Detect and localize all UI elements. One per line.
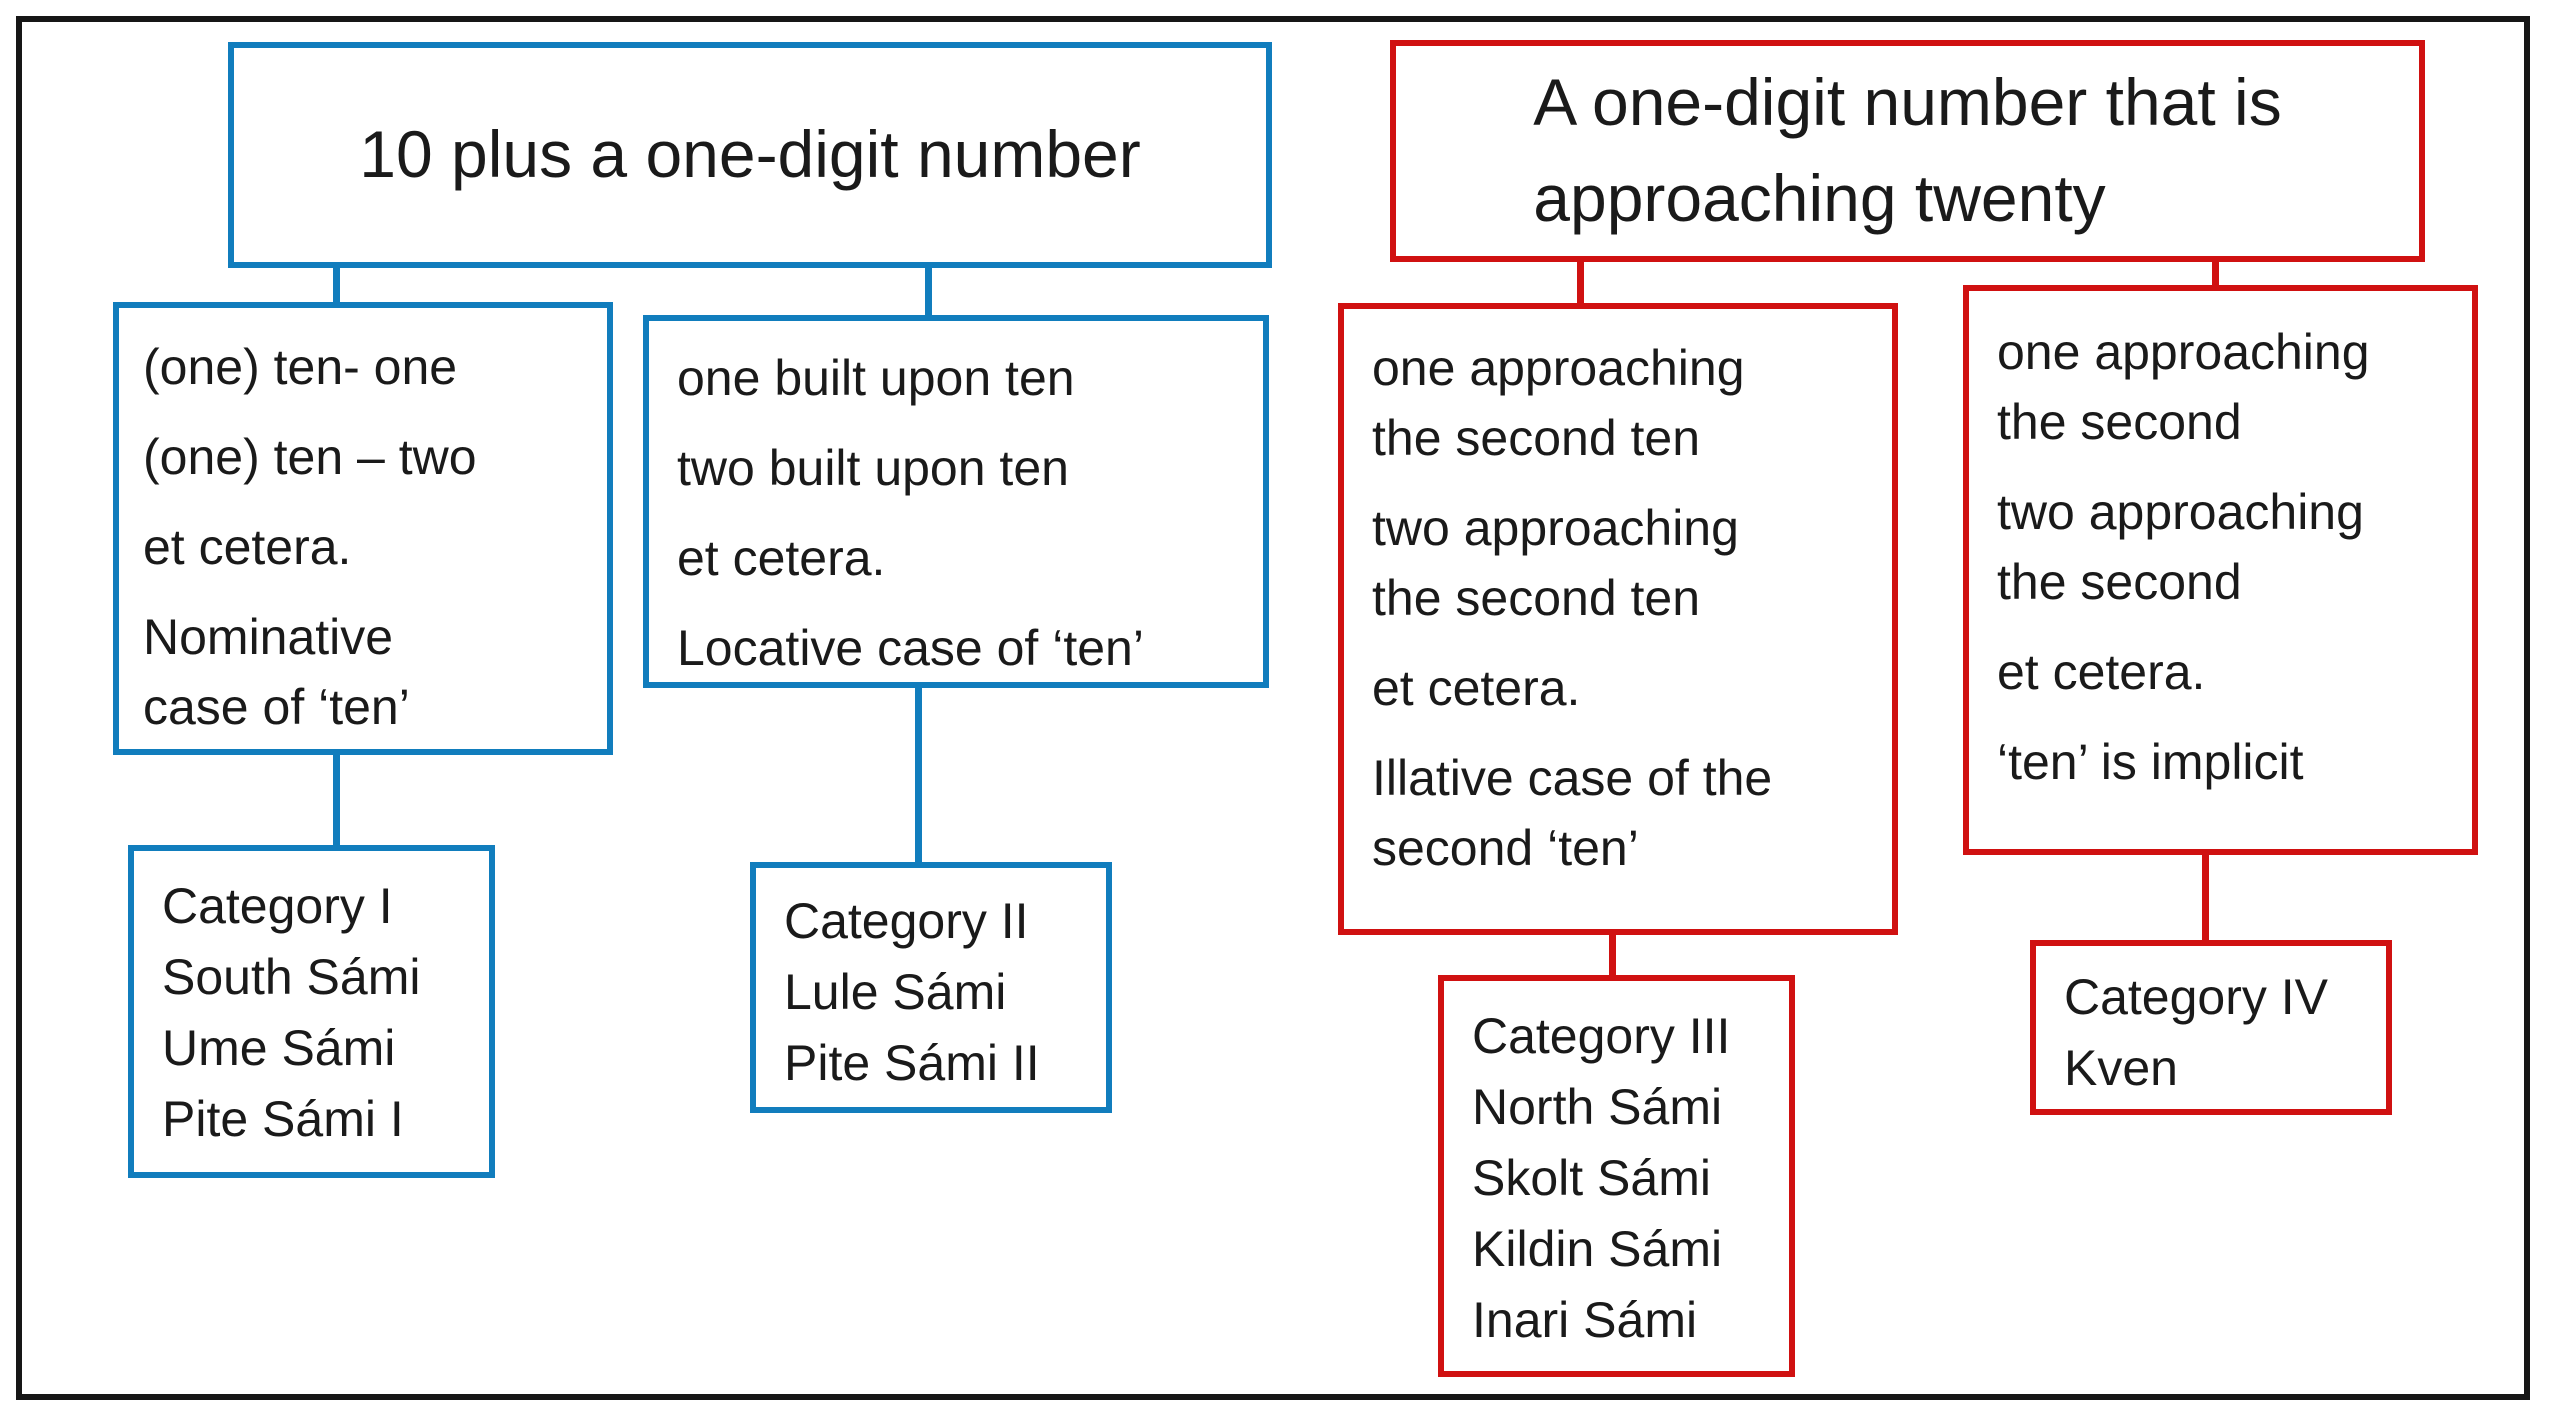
branch-paragraph: (one) ten- one: [143, 339, 458, 395]
branch-paragraph: Nominative case of ‘ten’: [143, 609, 410, 735]
category-4-box: Category IV Kven: [2030, 940, 2392, 1115]
category-2-label: Category II Lule Sámi Pite Sámi II: [784, 893, 1040, 1091]
blue-branch-left-box: (one) ten- one (one) ten – two et cetera…: [113, 302, 613, 755]
branch-paragraph: two approaching the second ten: [1372, 500, 1739, 626]
branch-paragraph: et cetera.: [1372, 660, 1581, 716]
branch-paragraph: Illative case of the second ‘ten’: [1372, 750, 1773, 876]
branch-paragraph: et cetera.: [677, 530, 886, 586]
red-root-box: A one-digit number that is approaching t…: [1390, 40, 2425, 262]
connector-blue-root-to-right-branch: [925, 264, 932, 319]
branch-paragraph: one approaching the second ten: [1372, 340, 1745, 466]
branch-paragraph: two built upon ten: [677, 440, 1069, 496]
blue-branch-right-box: one built upon ten two built upon ten et…: [643, 315, 1269, 688]
diagram-outer-frame: [16, 16, 2530, 1400]
branch-paragraph: one approaching the second: [1997, 324, 2370, 450]
connector-blue-right-branch-to-category-2: [915, 684, 922, 866]
category-3-box: Category III North Sámi Skolt Sámi Kildi…: [1438, 975, 1795, 1377]
branch-paragraph: et cetera.: [143, 519, 352, 575]
connector-red-root-to-right-branch: [2212, 258, 2219, 289]
branch-paragraph: (one) ten – two: [143, 429, 477, 485]
connector-red-root-to-left-branch: [1577, 258, 1584, 307]
connector-red-right-branch-to-category-4: [2202, 851, 2209, 944]
connector-blue-root-to-left-branch: [333, 264, 340, 306]
category-3-label: Category III North Sámi Skolt Sámi Kildi…: [1472, 1008, 1731, 1348]
blue-root-box: 10 plus a one-digit number: [228, 42, 1272, 268]
branch-paragraph: two approaching the second: [1997, 484, 2364, 610]
red-root-label: A one-digit number that is approaching t…: [1533, 65, 2282, 235]
branch-paragraph: et cetera.: [1997, 644, 2206, 700]
category-2-box: Category II Lule Sámi Pite Sámi II: [750, 862, 1112, 1113]
connector-blue-left-branch-to-category-1: [333, 751, 340, 849]
branch-paragraph: Locative case of ‘ten’: [677, 620, 1144, 676]
red-branch-left-box: one approaching the second ten two appro…: [1338, 303, 1898, 935]
category-1-box: Category I South Sámi Ume Sámi Pite Sámi…: [128, 845, 495, 1178]
red-branch-right-box: one approaching the second two approachi…: [1963, 285, 2478, 855]
connector-red-left-branch-to-category-3: [1609, 931, 1616, 979]
category-4-label: Category IV Kven: [2064, 969, 2329, 1096]
blue-root-label: 10 plus a one-digit number: [359, 117, 1141, 192]
branch-paragraph: ‘ten’ is implicit: [1997, 734, 2304, 790]
category-1-label: Category I South Sámi Ume Sámi Pite Sámi…: [162, 878, 421, 1147]
branch-paragraph: one built upon ten: [677, 350, 1075, 406]
